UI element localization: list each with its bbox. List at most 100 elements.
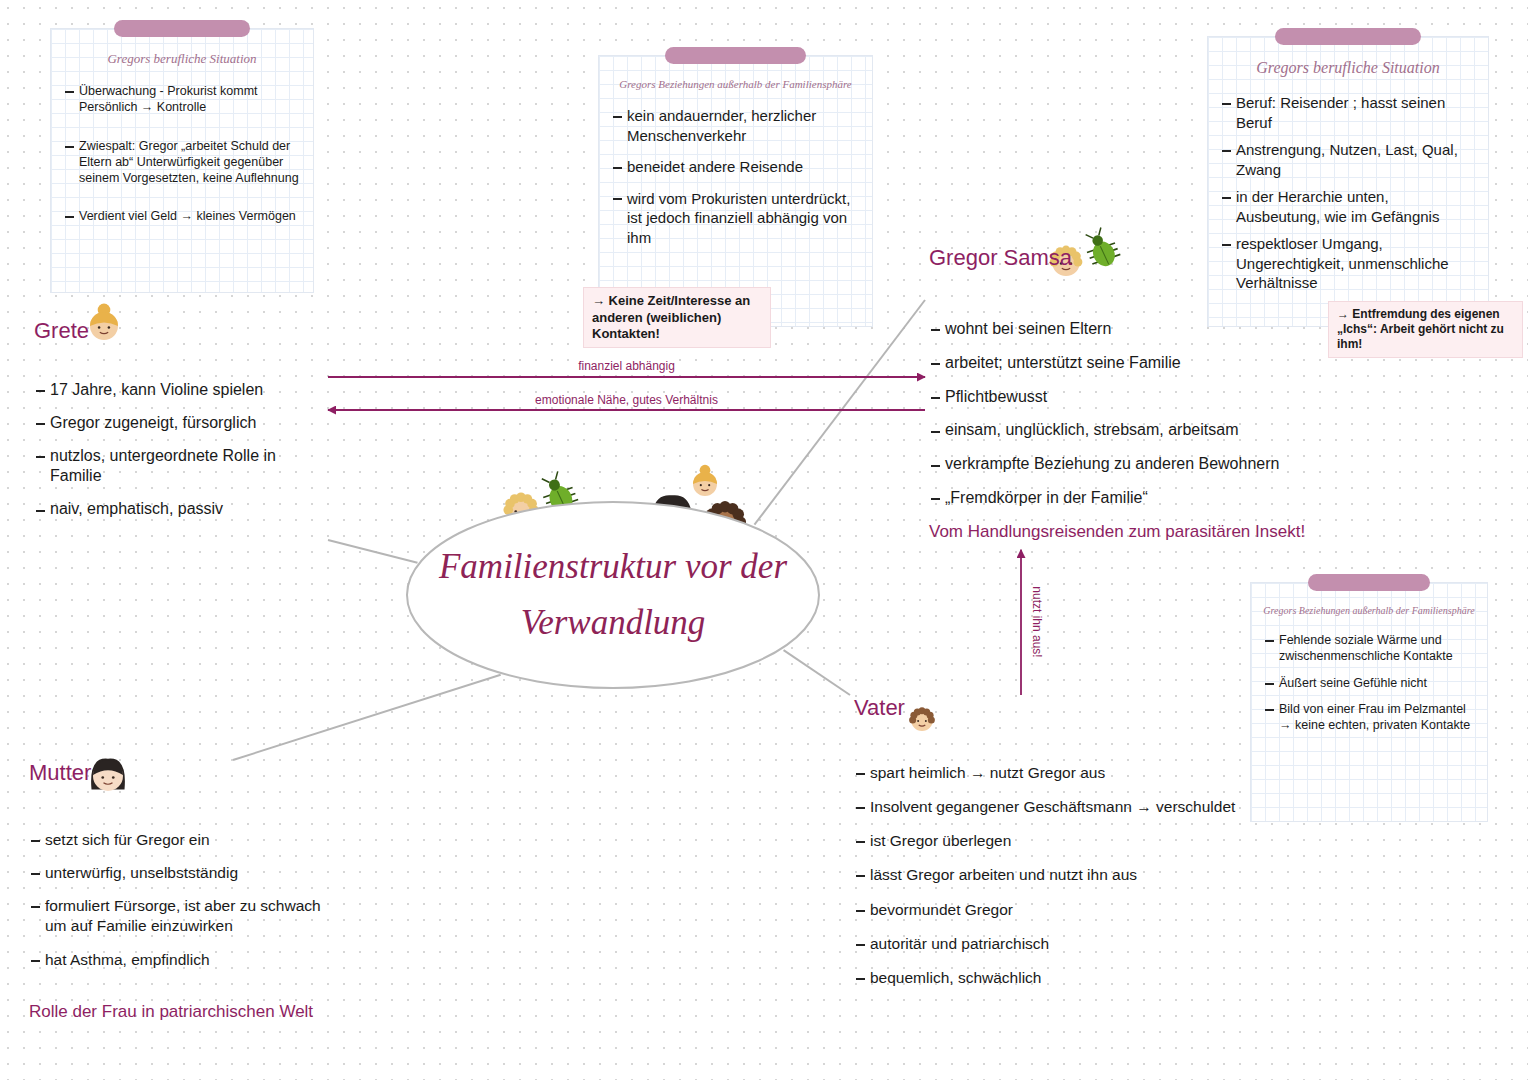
text-row: Grete <box>34 318 324 344</box>
bullet-dash <box>65 146 74 148</box>
bullet-row: nutzlos, untergeordnete Rolle in Familie <box>34 446 324 488</box>
text-row: Gregors berufliche Situation <box>63 51 301 83</box>
bullet-text: Bild von einer Frau im Pelzmantel → kein… <box>1279 701 1475 734</box>
bullet-row: beneidet andere Reisende <box>611 157 860 177</box>
text-row: Familienstruktur vor der Verwandlung <box>405 539 821 651</box>
bullet-dash <box>856 978 865 980</box>
bullet-dash <box>613 167 622 169</box>
bullet-text: arbeitet; unterstützt seine Familie <box>945 353 1306 374</box>
bullet-dash <box>65 216 74 218</box>
bullet-dash <box>856 875 865 877</box>
bullet-dash <box>36 423 45 425</box>
bullet-row: wohnt bei seinen Eltern <box>929 319 1306 340</box>
text-row: → Keine Zeit/Interesse an anderen (weibl… <box>592 293 762 342</box>
bullet-row: kein andauernder, herzlicher Menschenver… <box>611 106 860 145</box>
bullet-dash <box>613 198 622 200</box>
bullet-row: Pflichtbewusst <box>929 387 1306 408</box>
relation-arrow <box>328 409 925 411</box>
bullet-dash <box>1222 103 1231 105</box>
box-heading: Gregors Beziehungen außerhalb der Famili… <box>611 78 860 90</box>
character-name: Vater <box>854 695 1241 721</box>
text-row: Vater <box>854 695 1241 721</box>
text-row: → Entfremdung des eigenen „Ichs“: Arbeit… <box>1337 307 1514 352</box>
bullet-dash <box>856 807 865 809</box>
bullet-text: Insolvent gegangener Geschäftsmann → ver… <box>870 797 1241 817</box>
face-icon <box>91 759 125 791</box>
character-name: Mutter <box>29 760 341 786</box>
summary-text: Rolle der Frau in patriarchischen Welt <box>29 1002 341 1022</box>
bullet-row: bevormundet Gregor <box>854 900 1241 920</box>
bullet-dash <box>931 498 940 500</box>
bullet-row: in der Herarchie unten, Ausbeutung, wie … <box>1220 187 1476 226</box>
bullet-row: lässt Gregor arbeiten und nutzt ihn aus <box>854 865 1241 885</box>
info-box: Gregors berufliche SituationÜberwachung … <box>50 28 314 293</box>
face-icon <box>693 465 717 496</box>
text-row: Mutter <box>29 760 341 786</box>
text-row: Vom Handlungsreisenden zum parasitären I… <box>929 522 1306 542</box>
bullet-row: Verdient viel Geld → kleines Vermögen <box>63 208 301 224</box>
edge-label: finanziel abhängig <box>575 359 678 373</box>
character-node: Muttersetzt sich für Gregor einunterwürf… <box>25 760 345 1030</box>
bullet-dash <box>931 465 940 467</box>
bullet-dash <box>31 906 40 908</box>
bullet-row: Fehlende soziale Wärme und zwischenmensc… <box>1263 632 1475 665</box>
bullet-row: naiv, emphatisch, passiv <box>34 499 324 520</box>
character-name: Grete <box>34 318 324 344</box>
bullet-text: wird vom Prokuristen unterdrückt, ist je… <box>627 189 860 248</box>
bullet-dash <box>931 397 940 399</box>
bullet-dash <box>856 773 865 775</box>
bullet-text: Überwachung - Prokurist kommt Persönlich… <box>79 83 301 116</box>
bullet-row: hat Asthma, empfindlich <box>29 950 341 970</box>
central-title: Familienstruktur vor der Verwandlung <box>405 539 821 651</box>
bullet-dash <box>1222 197 1231 199</box>
text-row: Gregors Beziehungen außerhalb der Famili… <box>1263 605 1475 632</box>
bullet-dash <box>1222 150 1231 152</box>
bullet-text: Anstrengung, Nutzen, Last, Qual, Zwang <box>1236 140 1476 179</box>
beetle-icon <box>1080 225 1123 272</box>
bullet-row: einsam, unglücklich, strebsam, arbeitsam <box>929 420 1306 441</box>
bullet-row: arbeitet; unterstützt seine Familie <box>929 353 1306 374</box>
branch-line <box>328 540 417 563</box>
bullet-row: Beruf: Reisender ; hasst seinen Beruf <box>1220 93 1476 132</box>
relation-arrow <box>328 376 925 378</box>
info-box: Gregors Beziehungen außerhalb der Famili… <box>598 55 873 327</box>
bullet-text: formuliert Fürsorge, ist aber zu schwach… <box>45 896 341 936</box>
bullet-text: beneidet andere Reisende <box>627 157 860 177</box>
bullet-row: bequemlich, schwächlich <box>854 968 1241 988</box>
box-heading: Gregors Beziehungen außerhalb der Famili… <box>1263 605 1475 616</box>
bullet-dash <box>1265 709 1274 711</box>
bullet-row: „Fremdkörper in der Familie“ <box>929 488 1306 509</box>
bullet-dash <box>31 840 40 842</box>
bullet-text: 17 Jahre, kann Violine spielen <box>50 380 324 401</box>
bullet-text: Verdient viel Geld → kleines Vermögen <box>79 208 301 224</box>
bullet-text: „Fremdkörper in der Familie“ <box>945 488 1306 509</box>
bullet-row: spart heimlich → nutzt Gregor aus <box>854 763 1241 783</box>
bullet-row: Äußert seine Gefühle nicht <box>1263 675 1475 691</box>
bullet-dash <box>931 329 940 331</box>
connectors <box>233 300 1021 760</box>
branch-line <box>754 300 925 525</box>
bullet-dash <box>931 363 940 365</box>
text-row: Gregors berufliche Situation <box>1220 59 1476 93</box>
bullet-text: naiv, emphatisch, passiv <box>50 499 324 520</box>
bullet-dash <box>1222 244 1231 246</box>
note-box: → Keine Zeit/Interesse an anderen (weibl… <box>583 287 771 348</box>
character-node: Grete17 Jahre, kann Violine spielenGrego… <box>30 318 328 540</box>
note-text: → Keine Zeit/Interesse an anderen (weibl… <box>592 293 762 342</box>
bullet-text: nutzlos, untergeordnete Rolle in Familie <box>50 446 324 488</box>
bullet-row: Zwiespalt: Gregor „arbeitet Schuld der E… <box>63 138 301 187</box>
character-node: Gregor Samsawohnt bei seinen Elternarbei… <box>925 245 1310 550</box>
bullet-row: ist Gregor überlegen <box>854 831 1241 851</box>
bullet-dash <box>65 91 74 93</box>
bullet-text: spart heimlich → nutzt Gregor aus <box>870 763 1241 783</box>
bullet-text: autoritär und patriarchisch <box>870 934 1241 954</box>
bullet-text: Zwiespalt: Gregor „arbeitet Schuld der E… <box>79 138 301 187</box>
bullet-text: bevormundet Gregor <box>870 900 1241 920</box>
bullet-text: einsam, unglücklich, strebsam, arbeitsam <box>945 420 1306 441</box>
bullet-row: autoritär und patriarchisch <box>854 934 1241 954</box>
bullet-dash <box>31 960 40 962</box>
box-heading: Gregors berufliche Situation <box>1220 59 1476 77</box>
bullet-row: verkrampfte Beziehung zu anderen Bewohne… <box>929 454 1306 475</box>
note-text: → Entfremdung des eigenen „Ichs“: Arbeit… <box>1337 307 1514 352</box>
face-icon <box>90 304 118 340</box>
